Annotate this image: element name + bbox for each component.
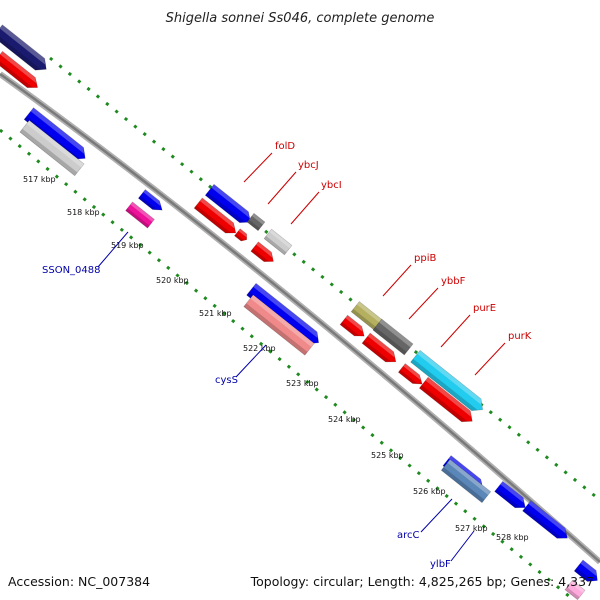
leader-line [243, 152, 273, 183]
tick-label: 521 kbp [199, 309, 232, 318]
gene-feature[interactable] [0, 50, 42, 92]
leader-line [235, 344, 267, 378]
tick-label: 519 kbp [111, 241, 144, 250]
gene-ybbf-label[interactable]: ybbF [441, 276, 466, 287]
genome-summary-text: Topology: circular; Length: 4,825,265 bp… [250, 574, 594, 589]
tick-label: 526 kbp [413, 487, 446, 496]
gene-arcc-label[interactable]: arcC [397, 530, 420, 541]
leader-line [474, 342, 506, 376]
backbone-core [0, 72, 600, 563]
gene-feature[interactable] [339, 314, 368, 341]
gene-arcc[interactable] [440, 458, 492, 504]
gene-cyss[interactable] [243, 294, 315, 356]
leader-line [440, 314, 471, 348]
tick-label: 528 kbp [496, 533, 529, 542]
gene-pure[interactable] [397, 363, 425, 389]
leader-line [450, 530, 475, 562]
accession-text: Accession: NC_007384 [8, 574, 150, 589]
map-title: Shigella sonnei Ss046, complete genome [166, 11, 435, 26]
gene-feature[interactable] [361, 332, 400, 367]
leader-line [420, 498, 453, 533]
gene-ybci[interactable] [250, 241, 277, 266]
gene-feature[interactable] [193, 197, 240, 238]
gene-feature[interactable] [494, 480, 530, 512]
leader-line [382, 264, 412, 297]
gene-feature[interactable] [564, 579, 586, 600]
tick-label: 527 kbp [455, 524, 488, 533]
gene-feature[interactable] [246, 212, 266, 232]
gene-ybcj-label[interactable]: ybcJ [298, 160, 319, 171]
outer-tick-line [49, 56, 600, 502]
gene-ybcj[interactable] [263, 228, 293, 256]
gene-fold[interactable] [204, 183, 254, 227]
gene-ybbf[interactable] [372, 318, 414, 356]
gene-cyss-label[interactable]: cysS [215, 375, 238, 386]
gene-ybci-label[interactable]: ybcI [321, 180, 342, 191]
tick-label: 518 kbp [67, 208, 100, 217]
leader-line [97, 231, 129, 268]
gene-purk[interactable] [410, 349, 488, 415]
inner-tick-line [0, 128, 571, 599]
gene-sson-0488-label[interactable]: SSON_0488 [42, 265, 101, 276]
tick-label: 520 kbp [156, 276, 189, 285]
gene-feature[interactable] [234, 228, 250, 244]
gene-pure-label[interactable]: purE [473, 303, 496, 314]
gene-feature[interactable] [0, 24, 51, 75]
ticks-layer: 517 kbp 518 kbp 519 kbp 520 kbp 521 kbp 522 k… [23, 175, 529, 542]
gene-purk-label[interactable]: purK [508, 331, 532, 342]
tick-label: 517 kbp [23, 175, 56, 184]
gene-feature[interactable] [19, 119, 85, 177]
gene-ppib-label[interactable]: ppiB [414, 253, 436, 264]
gene-ylbf[interactable] [522, 500, 572, 544]
gene-ylbf-label[interactable]: ylbF [430, 559, 451, 570]
features-layer [0, 24, 600, 600]
leader-line [408, 287, 439, 320]
tick-label: 523 kbp [286, 379, 319, 388]
tick-label: 522 kbp [243, 344, 276, 353]
leader-line [290, 191, 320, 225]
gene-feature[interactable] [573, 559, 600, 586]
tick-label: 524 kbp [328, 415, 361, 424]
gene-feature[interactable] [418, 376, 476, 427]
tick-label: 525 kbp [371, 451, 404, 460]
gene-feature[interactable] [23, 107, 90, 165]
gene-fold-label[interactable]: folD [275, 141, 295, 152]
leader-line [267, 171, 297, 205]
gene-feature[interactable] [125, 201, 155, 229]
gene-feature[interactable] [137, 189, 165, 215]
